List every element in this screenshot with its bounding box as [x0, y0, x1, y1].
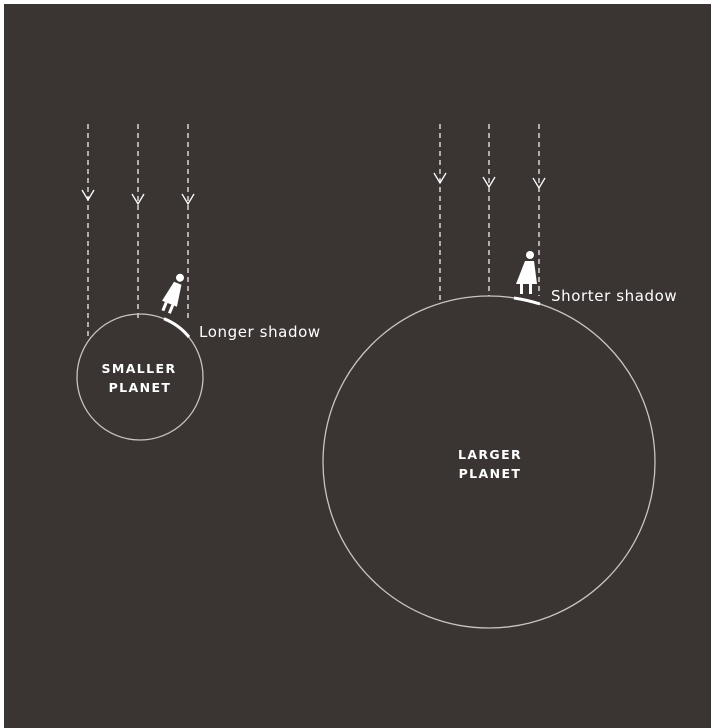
- large-planet-label-line2: PLANET: [459, 466, 522, 481]
- small-planet-label-line1: SMALLER: [101, 361, 176, 376]
- large-planet-label-line1: LARGER: [458, 447, 522, 462]
- shorter-shadow-label: Shorter shadow: [551, 287, 677, 305]
- small-planet-label-line2: PLANET: [109, 380, 172, 395]
- longer-shadow-label: Longer shadow: [199, 323, 321, 341]
